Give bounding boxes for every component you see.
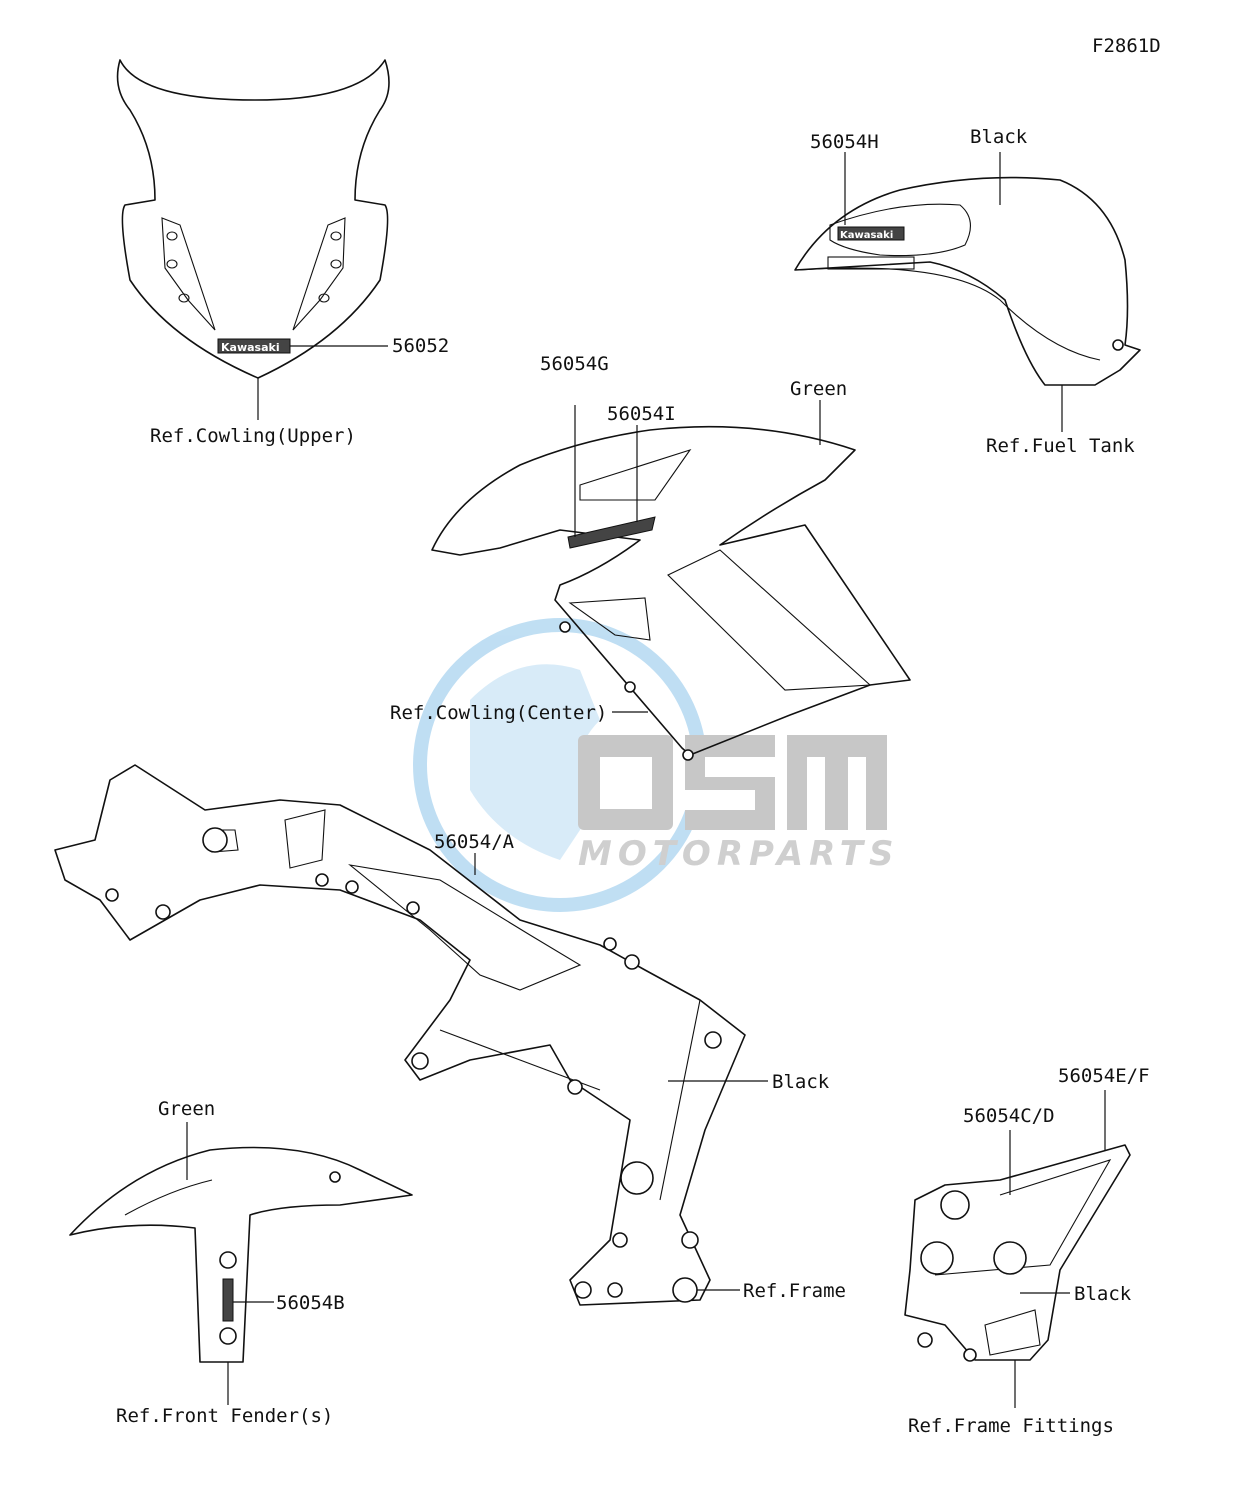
frame-fittings-part: [904, 1090, 1131, 1408]
cowling-upper-part: Kawasaki: [116, 59, 390, 420]
label-fuel-tank-ref: Ref.Fuel Tank: [986, 435, 1135, 457]
label-cowling-upper-part: 56052: [392, 335, 449, 357]
label-fuel-tank-part: 56054H: [810, 131, 879, 153]
label-fender-color: Green: [158, 1098, 215, 1120]
label-fender-part: 56054B: [276, 1292, 345, 1314]
kawasaki-logo-tank: Kawasaki: [840, 230, 893, 241]
label-fittings-ref: Ref.Frame Fittings: [908, 1415, 1114, 1437]
label-center-ref: Ref.Cowling(Center): [390, 702, 607, 724]
label-center-part-i: 56054I: [607, 403, 676, 425]
front-fender-part: [69, 1122, 413, 1405]
watermark-subtext: MOTORPARTS: [578, 834, 899, 874]
watermark-bar-s: [685, 735, 775, 830]
watermark-bar-m: [787, 735, 887, 830]
label-fittings-color: Black: [1074, 1283, 1132, 1305]
label-center-color: Green: [790, 378, 847, 400]
label-fittings-part-cd: 56054C/D: [963, 1105, 1055, 1127]
kawasaki-logo-upper: Kawasaki: [221, 341, 280, 354]
label-cowling-upper-ref: Ref.Cowling(Upper): [150, 425, 356, 447]
label-fender-ref: Ref.Front Fender(s): [116, 1405, 333, 1427]
watermark: MOTORPARTS: [413, 618, 899, 912]
label-fuel-tank-color: Black: [970, 126, 1028, 148]
diagram-code: F2861D: [1092, 35, 1161, 57]
label-center-part-g: 56054G: [540, 353, 609, 375]
label-fittings-part-ef: 56054E/F: [1058, 1065, 1150, 1087]
label-frame-ref: Ref.Frame: [743, 1280, 846, 1302]
watermark-globe-land: [470, 664, 600, 860]
label-frame-part: 56054/A: [434, 831, 515, 853]
fuel-tank-part: Kawasaki: [794, 152, 1141, 432]
cowling-center-part: [431, 400, 911, 761]
label-frame-color: Black: [772, 1071, 830, 1093]
frame-part: [54, 764, 768, 1306]
